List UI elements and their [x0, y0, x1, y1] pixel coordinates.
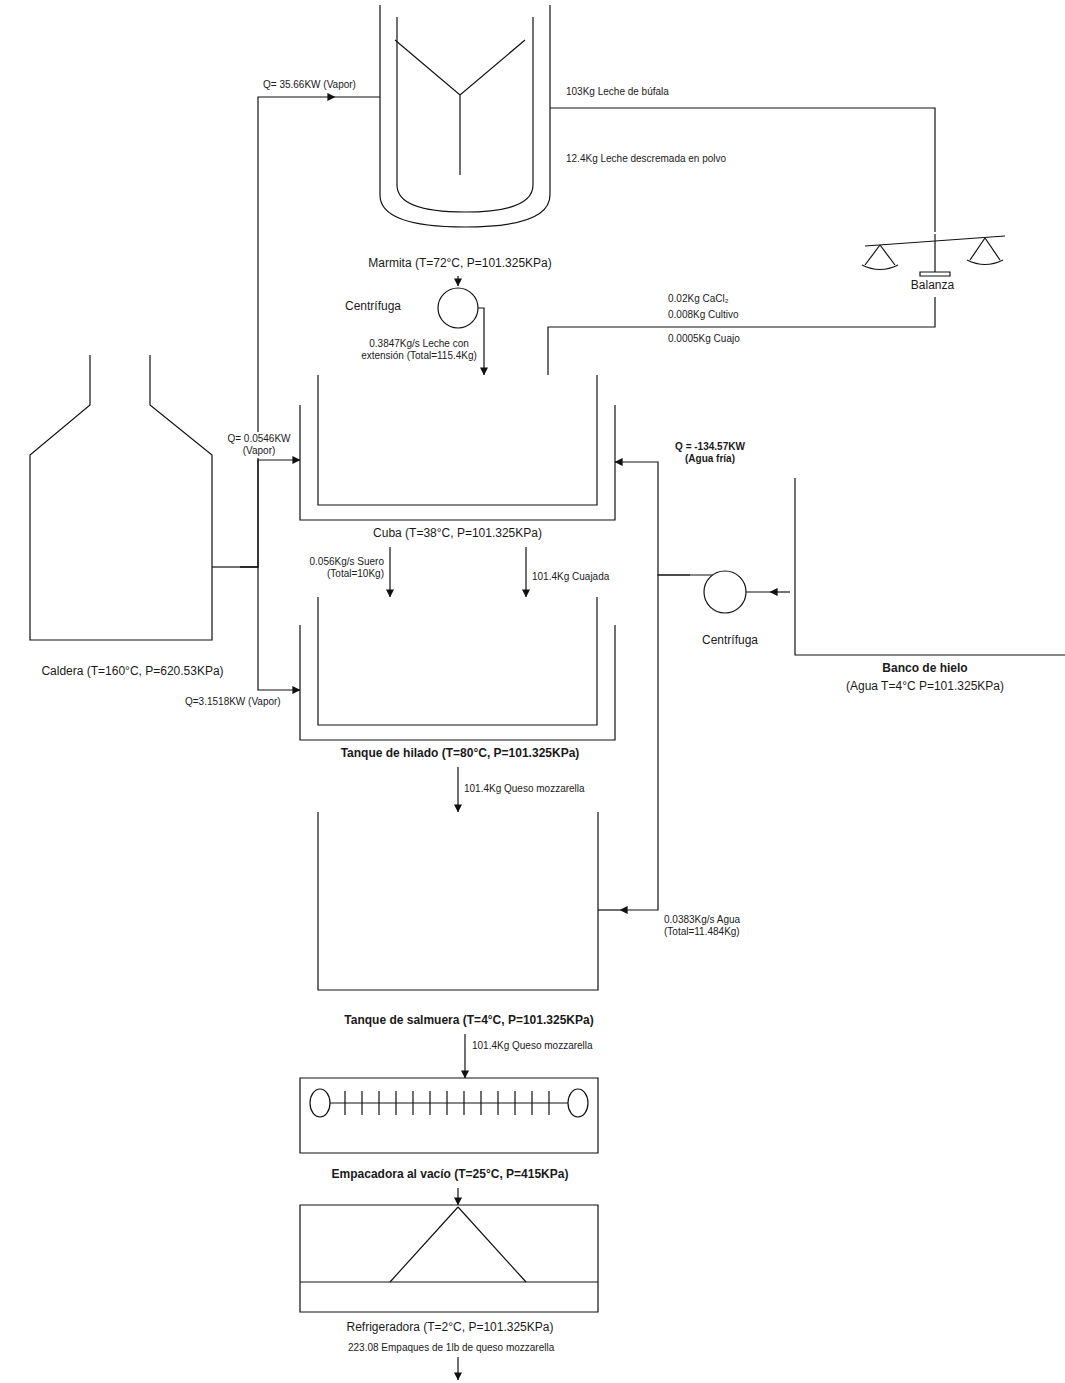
outline-stroke — [862, 245, 898, 270]
flow-line — [483, 330, 484, 375]
flow-label: 101.4Kg Queso mozzarella — [472, 1040, 593, 1052]
node-label: Cuba (T=38°C, P=101.325KPa) — [373, 527, 542, 541]
stretching-tank: Tanque de hilado (T=80°C, P=101.325KPa) — [300, 597, 620, 767]
brine-tank-outline — [318, 812, 620, 1034]
outline-stroke — [920, 272, 950, 276]
node-label: Balanza — [911, 279, 954, 293]
flow-line — [457, 276, 458, 286]
vacuum-packer: Empacadora al vacío (T=25°C, P=415KPa) — [300, 1078, 600, 1188]
curd-vat-outline — [300, 375, 615, 547]
outline-stroke — [934, 234, 935, 272]
flow-note: 0.0005Kg Cuajo — [668, 333, 740, 345]
flow-note: 223.08 Empaques de 1lb de queso mozzarel… — [348, 1342, 554, 1354]
flow-label: 101.4Kg Cuajada — [532, 571, 609, 583]
outline-stroke — [397, 17, 533, 212]
flow-line — [240, 97, 335, 567]
flow-label: 0.02Kg CaCl₂ — [668, 293, 729, 305]
kettle-vessel-outline — [335, 5, 585, 276]
outline-stroke — [300, 625, 615, 740]
pump-casing — [438, 288, 478, 328]
kettle-vessel: Marmita (T=72°C, P=101.325KPa) — [335, 5, 585, 276]
outline-stroke — [30, 355, 212, 640]
conveyor-roller — [310, 1089, 330, 1117]
node-label: Tanque de salmuera (T=4°C, P=101.325KPa) — [344, 1014, 593, 1028]
refrigerator: Refrigeradora (T=2°C, P=101.325KPa) — [300, 1205, 600, 1337]
outline-stroke — [967, 238, 1003, 265]
node-label: Marmita (T=72°C, P=101.325KPa) — [368, 257, 552, 271]
flow-line — [240, 567, 300, 690]
stretching-tank-outline — [300, 597, 620, 767]
outline-stroke — [865, 236, 1005, 246]
outline-stroke — [318, 597, 597, 725]
curd-vat: Cuba (T=38°C, P=101.325KPa) — [300, 375, 615, 547]
conveyor-roller — [568, 1089, 588, 1117]
node-label: Caldera (T=160°C, P=620.53KPa) — [41, 665, 223, 679]
flow-line — [585, 108, 935, 232]
flow-note: 0.008Kg Cultivo — [668, 309, 739, 321]
outline-stroke — [395, 40, 525, 175]
flow-line — [457, 1188, 458, 1205]
output-arrow — [457, 1357, 458, 1380]
node-label: Centrífuga — [702, 634, 758, 648]
node-label: (Agua T=4°C P=101.325KPa) — [846, 680, 1004, 694]
outline-stroke — [380, 5, 550, 227]
flow-label: 103Kg Leche de búfala — [566, 86, 669, 98]
outline-stroke — [478, 308, 484, 330]
boiler: Caldera (T=160°C, P=620.53KPa) — [25, 355, 240, 685]
ice-bank: Banco de hielo (Agua T=4°C P=101.325KPa) — [790, 478, 1060, 700]
brine-tank: Tanque de salmuera (T=4°C, P=101.325KPa) — [318, 812, 620, 1034]
outline-stroke — [300, 405, 615, 520]
node-label: Banco de hielo — [882, 662, 967, 676]
centrifuge-pump: Centrífuga — [690, 568, 770, 652]
outline-stroke — [300, 1205, 598, 1312]
flow-label: 0.056Kg/s Suero (Total=10Kg) — [262, 556, 384, 580]
node-label: Tanque de hilado (T=80°C, P=101.325KPa) — [341, 747, 580, 761]
flow-label: Q=3.1518KW (Vapor) — [185, 696, 281, 708]
flow-line — [457, 767, 458, 812]
flow-line — [770, 591, 790, 592]
flow-line — [464, 1034, 465, 1078]
node-label: Centrífuga — [345, 300, 401, 314]
outline-stroke — [335, 97, 585, 108]
pump-casing — [704, 571, 746, 613]
flow-line — [389, 547, 390, 597]
flow-line — [525, 547, 526, 597]
scale-symbol: Balanza — [850, 232, 1015, 297]
flow-line — [240, 460, 300, 567]
flow-label: Q = -134.57KW (Agua fría) — [664, 441, 756, 465]
boiler-outline — [25, 355, 240, 685]
outline-stroke — [345, 1091, 549, 1115]
outline-stroke — [300, 1281, 598, 1282]
flow-label: 101.4Kg Queso mozzarella — [464, 783, 585, 795]
flow-label: 0.3847Kg/s Leche con extensión (Total=11… — [360, 338, 478, 362]
node-label: Empacadora al vacío (T=25°C, P=415KPa) — [332, 1168, 569, 1182]
flow-label: Q= 0.0546KW (Vapor) — [226, 432, 292, 458]
centrifuge-pump: Centrífuga — [340, 286, 500, 330]
node-label: Refrigeradora (T=2°C, P=101.325KPa) — [347, 1321, 554, 1335]
outline-stroke — [318, 375, 597, 505]
outline-stroke — [598, 909, 620, 910]
flow-label: Q= 35.66KW (Vapor) — [263, 79, 356, 91]
outline-stroke — [390, 1207, 526, 1282]
flow-line — [620, 575, 690, 910]
outline-stroke — [318, 812, 598, 990]
flow-note: 12.4Kg Leche descremada en polvo — [566, 153, 726, 165]
outline-stroke — [212, 566, 240, 567]
outline-stroke — [795, 478, 1065, 655]
flow-label: 0.0383Kg/s Agua (Total=11.484Kg) — [664, 914, 764, 938]
refrigerator-outline — [300, 1205, 600, 1337]
flow-line — [615, 462, 690, 575]
outline-stroke — [300, 1078, 598, 1153]
flow-line — [548, 297, 935, 375]
